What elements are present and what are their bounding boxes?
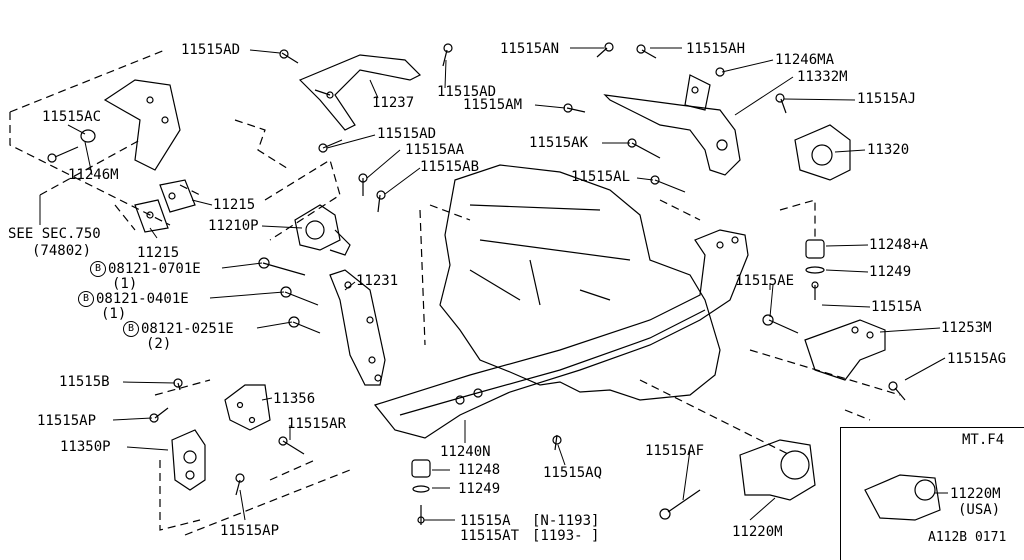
label-usa: (USA) (958, 502, 1001, 518)
label-11515a-right: 11515A (871, 299, 922, 315)
label-11515ag: 11515AG (947, 351, 1007, 367)
label-11515ad-right: 11515AD (437, 84, 497, 100)
label-mt-f4: MT.F4 (962, 432, 1005, 448)
label-11210p: 11210P (208, 218, 259, 234)
label-11240n: 11240N (440, 444, 491, 460)
label-11515ap-upper: 11515AP (37, 413, 97, 429)
label-11248-bottom: 11248 (458, 462, 501, 478)
circle-b-icon: B (78, 291, 94, 307)
label-11515b: 11515B (59, 374, 110, 390)
bracket-11237-drawing (298, 54, 422, 131)
bumper-11248a-drawing (805, 239, 825, 300)
label-11515al: 11515AL (571, 169, 631, 185)
circle-b-icon: B (90, 261, 106, 277)
label-11515ae: 11515AE (735, 273, 795, 289)
label-11515ar: 11515AR (287, 416, 347, 432)
label-11231: 11231 (356, 273, 399, 289)
label-11249-bottom: 11249 (458, 481, 501, 497)
figure-code: A112B 0171 (928, 530, 1007, 545)
label-11332m: 11332M (797, 69, 848, 85)
label-11220m-inset: 11220M (950, 486, 1001, 502)
label-11515a-range: [N-1193] (532, 513, 600, 529)
label-11356: 11356 (273, 391, 316, 407)
label-bolt-0701e-qty: (1) (112, 276, 138, 292)
label-see-sec-number: (74802) (32, 243, 92, 259)
label-11237: 11237 (372, 95, 415, 111)
label-11515ad-mid: 11515AD (377, 126, 437, 142)
inset-mount-drawing (864, 474, 941, 521)
bumper-11248-drawing (411, 459, 431, 525)
label-11515af: 11515AF (645, 443, 705, 459)
label-11515ac: 11515AC (42, 109, 102, 125)
label-11515an: 11515AN (500, 41, 560, 57)
dashed-boundary-lines (9, 49, 901, 536)
bolt-0701e-text: 08121-0701E (108, 261, 201, 277)
bracket-11215-drawing (134, 179, 196, 233)
mount-11220m-drawing (739, 439, 816, 501)
label-bolt-0401e-qty: (1) (101, 306, 127, 322)
label-11350p: 11350P (60, 439, 111, 455)
crossmember-11240n-drawing (373, 229, 749, 439)
engine-block-drawing (439, 164, 721, 401)
label-11215-upper: 11215 (213, 197, 256, 213)
bolt-0401e-text: 08121-0401E (96, 291, 189, 307)
label-11515at: 11515AT (460, 528, 520, 544)
label-11515ah: 11515AH (686, 41, 746, 57)
bolts-drawing (47, 42, 906, 520)
label-11515ab: 11515AB (420, 159, 480, 175)
label-11246m: 11246M (68, 167, 119, 183)
circle-b-icon: B (123, 321, 139, 337)
label-11215-lower: 11215 (137, 245, 180, 261)
label-11515ak: 11515AK (529, 135, 589, 151)
left-mount-bracket-drawing (103, 79, 181, 171)
label-11515at-range: [1193- ] (532, 528, 600, 544)
bracket-11332m-drawing (603, 74, 741, 176)
label-11246ma: 11246MA (775, 52, 835, 68)
label-11515ap-lower: 11515AP (220, 523, 280, 539)
mount-11350p-drawing (171, 429, 206, 491)
label-11220m-main: 11220M (732, 524, 783, 540)
leader-lines (39, 47, 948, 521)
bracket-11253m-drawing (804, 319, 886, 381)
label-11515aj: 11515AJ (857, 91, 917, 107)
inset-frame (840, 427, 1024, 560)
label-11253m: 11253M (941, 320, 992, 336)
label-bolt-0251e-qty: (2) (146, 336, 172, 352)
label-11515aa: 11515AA (405, 142, 465, 158)
label-11515aq: 11515AQ (543, 465, 603, 481)
label-11515ad-top: 11515AD (181, 42, 241, 58)
label-11320: 11320 (867, 142, 910, 158)
label-11515a-bottom: 11515A (460, 513, 511, 529)
label-11515am: 11515AM (463, 97, 523, 113)
label-11248a: 11248+A (869, 237, 929, 253)
mount-11320-drawing (794, 124, 851, 181)
label-11249-right: 11249 (869, 264, 912, 280)
bolt-0251e-text: 08121-0251E (141, 321, 234, 337)
bracket-11356-drawing (224, 384, 271, 431)
engine-mount-11210p-drawing (294, 204, 351, 256)
label-see-sec: SEE SEC.750 (8, 226, 101, 242)
